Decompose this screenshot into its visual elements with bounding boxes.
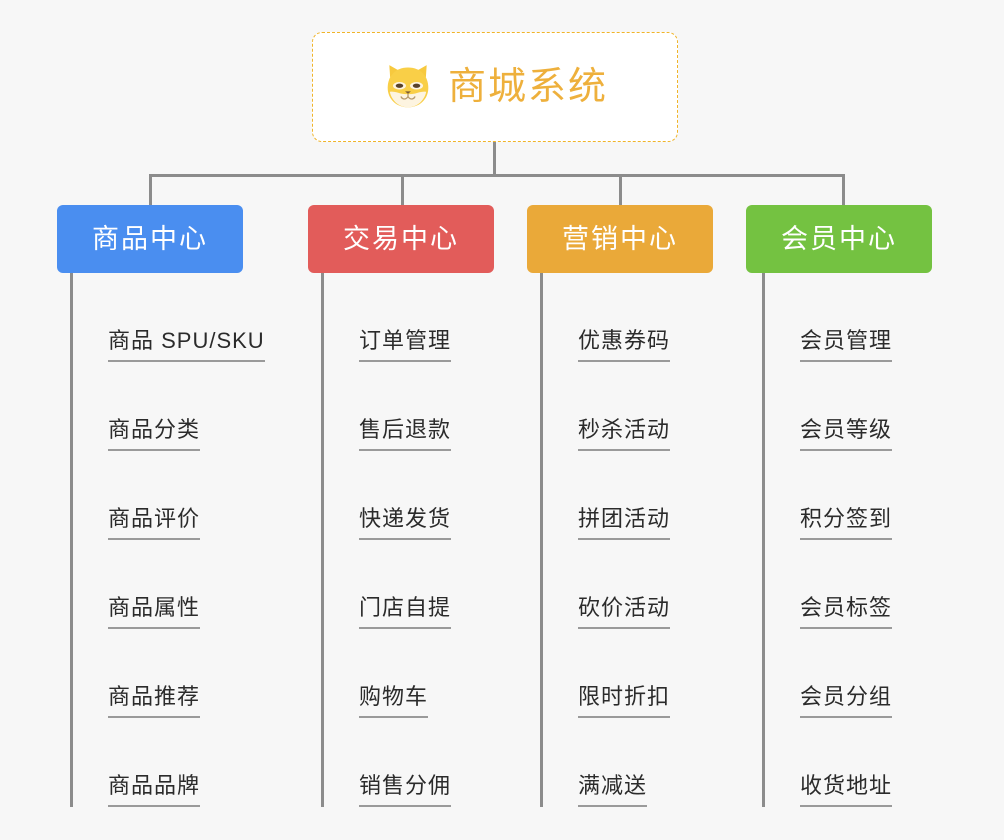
- leaf-label: 限时折扣: [578, 686, 671, 718]
- leaf-label: 订单管理: [359, 330, 452, 362]
- leaf-spine-2: [321, 273, 324, 807]
- list-item[interactable]: 售后退款: [321, 362, 452, 451]
- leaf-label: 满减送: [578, 775, 648, 807]
- leaf-label: 砍价活动: [578, 597, 671, 629]
- list-item[interactable]: 限时折扣: [540, 629, 671, 718]
- category-box-3[interactable]: 营销中心: [527, 205, 713, 273]
- list-item[interactable]: 商品评价: [70, 451, 265, 540]
- leaf-label: 会员分组: [800, 686, 893, 718]
- list-item[interactable]: 秒杀活动: [540, 362, 671, 451]
- connector-root-stem: [493, 142, 496, 176]
- list-item[interactable]: 订单管理: [321, 273, 452, 362]
- leaf-label: 商品品牌: [108, 775, 201, 807]
- list-item[interactable]: 会员分组: [762, 629, 893, 718]
- leaf-label: 会员等级: [800, 419, 893, 451]
- connector-drop-4: [842, 174, 845, 206]
- list-item[interactable]: 会员标签: [762, 540, 893, 629]
- list-item[interactable]: 购物车: [321, 629, 451, 718]
- leaf-label: 快递发货: [359, 508, 452, 540]
- list-item[interactable]: 会员管理: [762, 273, 893, 362]
- connector-horizontal-bus: [149, 174, 845, 177]
- category-box-4[interactable]: 会员中心: [746, 205, 932, 273]
- list-item[interactable]: 优惠券码: [540, 273, 671, 362]
- list-item[interactable]: 会员等级: [762, 362, 893, 451]
- list-item[interactable]: 商品属性: [70, 540, 265, 629]
- leaf-label: 商品分类: [108, 419, 201, 451]
- category-label-4: 会员中心: [781, 223, 897, 254]
- leaf-column-4: 会员管理 会员等级 积分签到 会员标签 会员分组 收货地址: [762, 273, 893, 807]
- leaf-column-1: 商品 SPU/SKU 商品分类 商品评价 商品属性 商品推荐 商品品牌: [70, 273, 265, 807]
- leaf-label: 商品 SPU/SKU: [108, 330, 265, 362]
- list-item[interactable]: 商品推荐: [70, 629, 265, 718]
- leaf-label: 售后退款: [359, 419, 452, 451]
- category-box-1[interactable]: 商品中心: [57, 205, 243, 273]
- list-item[interactable]: 砍价活动: [540, 540, 671, 629]
- category-label-3: 营销中心: [562, 223, 678, 254]
- list-item[interactable]: 拼团活动: [540, 451, 671, 540]
- list-item[interactable]: 商品品牌: [70, 718, 265, 807]
- leaf-column-2: 订单管理 售后退款 快递发货 门店自提 购物车 销售分佣: [321, 273, 452, 807]
- list-item[interactable]: 商品分类: [70, 362, 265, 451]
- list-item[interactable]: 商品 SPU/SKU: [70, 273, 265, 362]
- leaf-label: 商品评价: [108, 508, 201, 540]
- leaf-label: 积分签到: [800, 508, 893, 540]
- category-box-2[interactable]: 交易中心: [308, 205, 494, 273]
- leaf-label: 会员管理: [800, 330, 893, 362]
- list-item[interactable]: 积分签到: [762, 451, 893, 540]
- leaf-spine-3: [540, 273, 543, 807]
- root-title: 商城系统: [447, 66, 608, 108]
- leaf-column-3: 优惠券码 秒杀活动 拼团活动 砍价活动 限时折扣 满减送: [540, 273, 671, 807]
- leaf-spine-4: [762, 273, 765, 807]
- shiba-dog-face-icon: [387, 65, 429, 108]
- connector-drop-3: [619, 174, 622, 206]
- leaf-label: 收货地址: [800, 775, 893, 807]
- leaf-label: 商品属性: [108, 597, 201, 629]
- leaf-label: 购物车: [359, 686, 429, 718]
- leaf-label: 门店自提: [359, 597, 452, 629]
- leaf-label: 拼团活动: [578, 508, 671, 540]
- category-label-1: 商品中心: [92, 223, 208, 254]
- list-item[interactable]: 满减送: [540, 718, 670, 807]
- list-item[interactable]: 门店自提: [321, 540, 452, 629]
- root-node[interactable]: 商城系统: [312, 32, 678, 142]
- list-item[interactable]: 快递发货: [321, 451, 452, 540]
- leaf-spine-1: [70, 273, 73, 807]
- leaf-label: 会员标签: [800, 597, 893, 629]
- category-label-2: 交易中心: [343, 223, 459, 254]
- list-item[interactable]: 销售分佣: [321, 718, 452, 807]
- leaf-label: 商品推荐: [108, 686, 201, 718]
- leaf-label: 优惠券码: [578, 330, 671, 362]
- connector-drop-2: [401, 174, 404, 206]
- list-item[interactable]: 收货地址: [762, 718, 893, 807]
- connector-drop-1: [149, 174, 152, 206]
- leaf-label: 销售分佣: [359, 775, 452, 807]
- leaf-label: 秒杀活动: [578, 419, 671, 451]
